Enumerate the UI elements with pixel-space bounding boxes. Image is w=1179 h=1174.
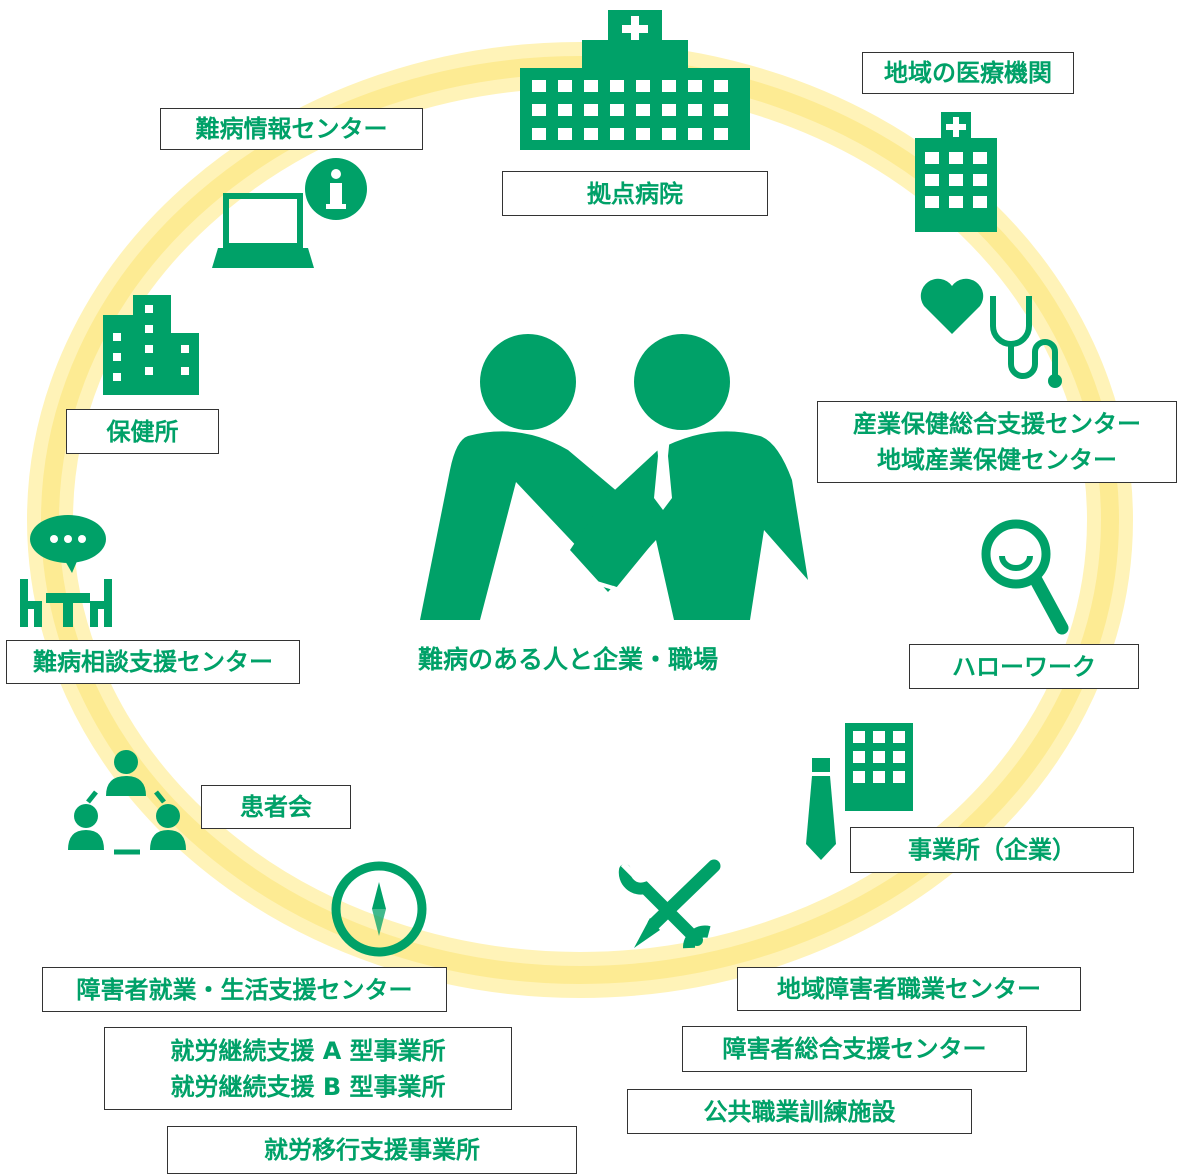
magnifier-icon: [981, 519, 1069, 635]
kyoten-hospital-label: 拠点病院: [502, 171, 768, 216]
necktie-icon: [806, 758, 836, 860]
handshake-icon: [420, 334, 808, 620]
chiiki-shokugyo-label: 地域障害者職業センター: [737, 967, 1081, 1011]
stethoscope-icon: [990, 296, 1062, 388]
group-icon: [68, 750, 186, 855]
shugyo-seikatsu-label: 障害者就業・生活支援センター: [42, 967, 447, 1012]
hokenjo-label: 保健所: [66, 409, 219, 454]
consultation-icon: [20, 515, 112, 627]
company-building-icon: [845, 723, 913, 811]
info-icon: [305, 158, 367, 220]
nanbyo-info-label: 難病情報センター: [160, 108, 423, 150]
laptop-icon: [212, 193, 314, 268]
clinic-icon: [915, 112, 997, 232]
sogo-shien-label: 障害者総合支援センター: [682, 1026, 1027, 1072]
jigyosho-label: 事業所（企業）: [850, 827, 1134, 873]
kanjakai-label: 患者会: [201, 785, 351, 829]
wrench-icon: [618, 861, 711, 949]
compass-icon: [331, 861, 427, 957]
nanbyo-sodan-label: 難病相談支援センター: [6, 640, 300, 684]
pencil-icon: [634, 859, 721, 948]
heart-icon: [920, 278, 984, 334]
kokyo-kunren-label: 公共職業訓練施設: [627, 1089, 972, 1134]
local-medical-label: 地域の医療機関: [862, 52, 1074, 94]
building-icon: [103, 295, 199, 395]
hellowork-label: ハローワーク: [909, 644, 1139, 689]
iko-label: 就労移行支援事業所: [167, 1126, 577, 1174]
keizoku-label: 就労継続支援 A 型事業所 就労継続支援 B 型事業所: [104, 1027, 512, 1110]
hospital-icon: [520, 10, 750, 150]
center-label: 難病のある人と企業・職場: [418, 645, 719, 674]
sangyo-hoken-label: 産業保健総合支援センター 地域産業保健センター: [817, 401, 1177, 483]
